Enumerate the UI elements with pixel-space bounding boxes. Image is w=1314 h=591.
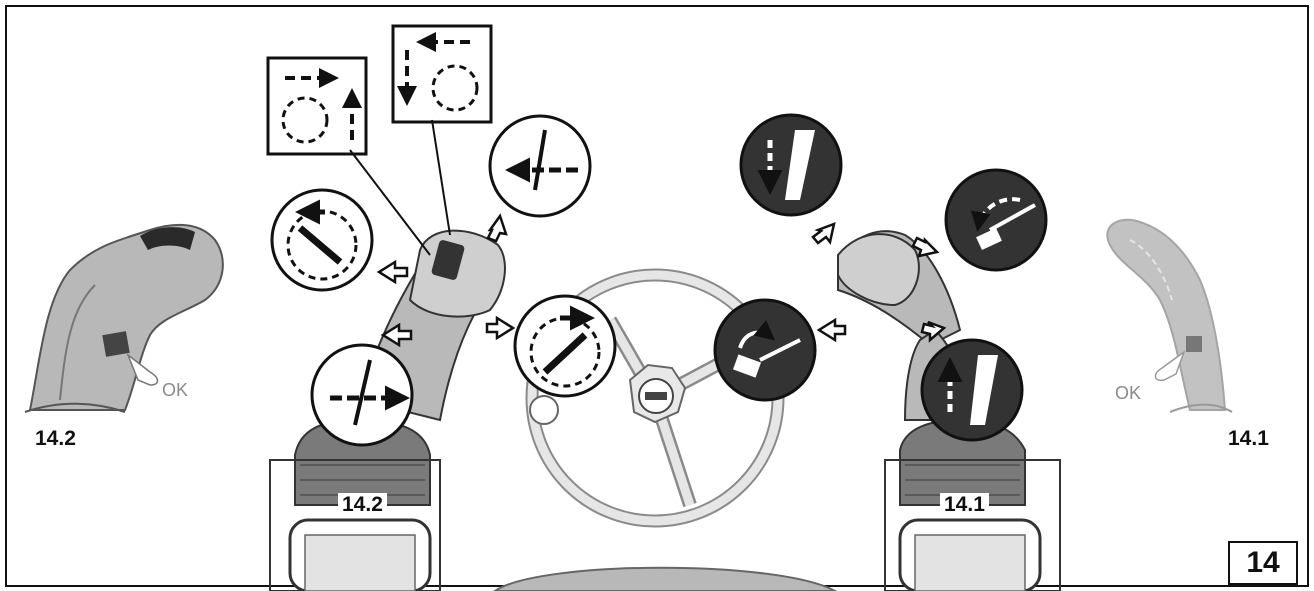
tool-tilt-left-icon <box>490 116 590 216</box>
seat-arc <box>495 568 835 591</box>
leader-line-right <box>432 120 450 235</box>
left-handle-grip <box>25 225 223 412</box>
right-handle-button <box>1186 336 1202 352</box>
figure-number: 14 <box>1228 541 1298 585</box>
right-pattern-icon <box>393 26 491 122</box>
tool-tilt-right-icon <box>312 345 412 445</box>
left-joystick-label: 14.2 <box>338 493 387 517</box>
left-pattern-icon <box>268 58 366 154</box>
left-handle-button <box>102 331 129 357</box>
left-handle-label: 14.2 <box>35 427 76 451</box>
ok-label-right: OK <box>1115 383 1141 404</box>
rotate-right-icon <box>515 296 615 396</box>
right-handle-label: 14.1 <box>1228 427 1269 451</box>
rotate-left-icon <box>272 190 372 290</box>
bucket-curl-icon <box>946 170 1046 270</box>
boom-lower-icon <box>741 115 841 215</box>
boom-raise-icon <box>922 340 1022 440</box>
bucket-dump-icon <box>715 300 815 400</box>
ok-label-left: OK <box>162 380 188 401</box>
right-joystick-label: 14.1 <box>940 493 989 517</box>
